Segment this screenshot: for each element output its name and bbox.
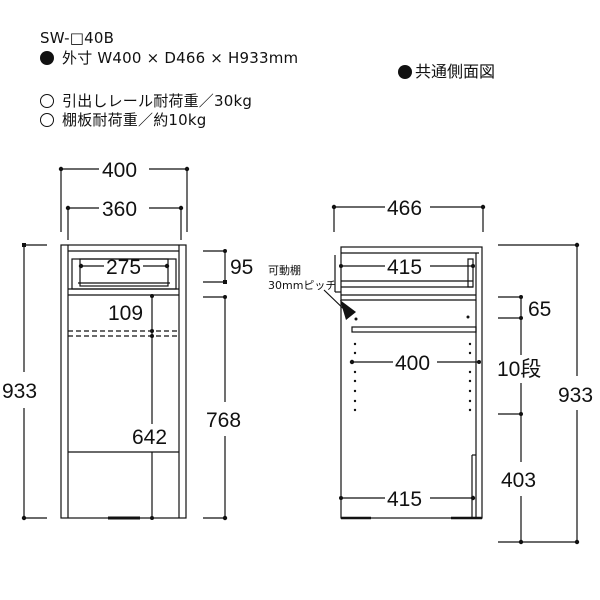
shelf-pitch-note: 30mmピッチ: [268, 279, 336, 292]
model-number-text: SW-□40B: [40, 29, 115, 47]
front-total-height: 933: [2, 380, 37, 403]
side-depth: 466: [387, 197, 422, 220]
side-view-cabinet: [334, 246, 483, 520]
side-bottom-depth: 415: [387, 488, 422, 511]
side-view-title: 共通側面図: [398, 58, 495, 82]
front-width-inner: 360: [102, 198, 137, 221]
front-shelf-gap: 109: [108, 302, 143, 325]
side-shelf-depth: 400: [395, 352, 430, 375]
filled-bullet-icon: [40, 51, 54, 65]
front-lower-height: 642: [132, 426, 167, 449]
side-lower-height: 403: [501, 469, 536, 492]
outer-dimensions-label: 外寸: [62, 49, 93, 67]
rail-load-text: 引出しレール耐荷重／30kg: [62, 92, 253, 110]
front-cabinet-height: 768: [206, 409, 241, 432]
dimension-endpoints: [21, 166, 580, 545]
side-total-height: 933: [558, 384, 593, 407]
filled-bullet-icon: [398, 65, 412, 79]
hollow-bullet-icon: [40, 113, 54, 127]
shelf-load-spec: 棚板耐荷重／約10kg: [40, 111, 207, 129]
front-drawer-inner: 275: [106, 256, 141, 279]
side-shelf-positions: 10段: [497, 358, 541, 381]
outer-dimensions-value: W400 × D466 × H933mm: [97, 49, 299, 67]
front-view-cabinet: [60, 244, 187, 520]
outer-dimensions: 外寸 W400 × D466 × H933mm: [40, 49, 298, 67]
side-top-offset: 65: [528, 298, 551, 321]
shelf-load-text: 棚板耐荷重／約10kg: [62, 111, 207, 129]
adjustable-shelf-note: 可動棚: [268, 263, 301, 277]
hollow-bullet-icon: [40, 94, 54, 108]
front-drawer-height: 95: [230, 256, 253, 279]
front-width-outer: 400: [102, 159, 137, 182]
side-view-title-text: 共通側面図: [415, 62, 496, 81]
side-drawer-depth: 415: [387, 256, 422, 279]
rail-load-spec: 引出しレール耐荷重／30kg: [40, 92, 252, 110]
model-number: SW-□40B: [40, 29, 114, 47]
